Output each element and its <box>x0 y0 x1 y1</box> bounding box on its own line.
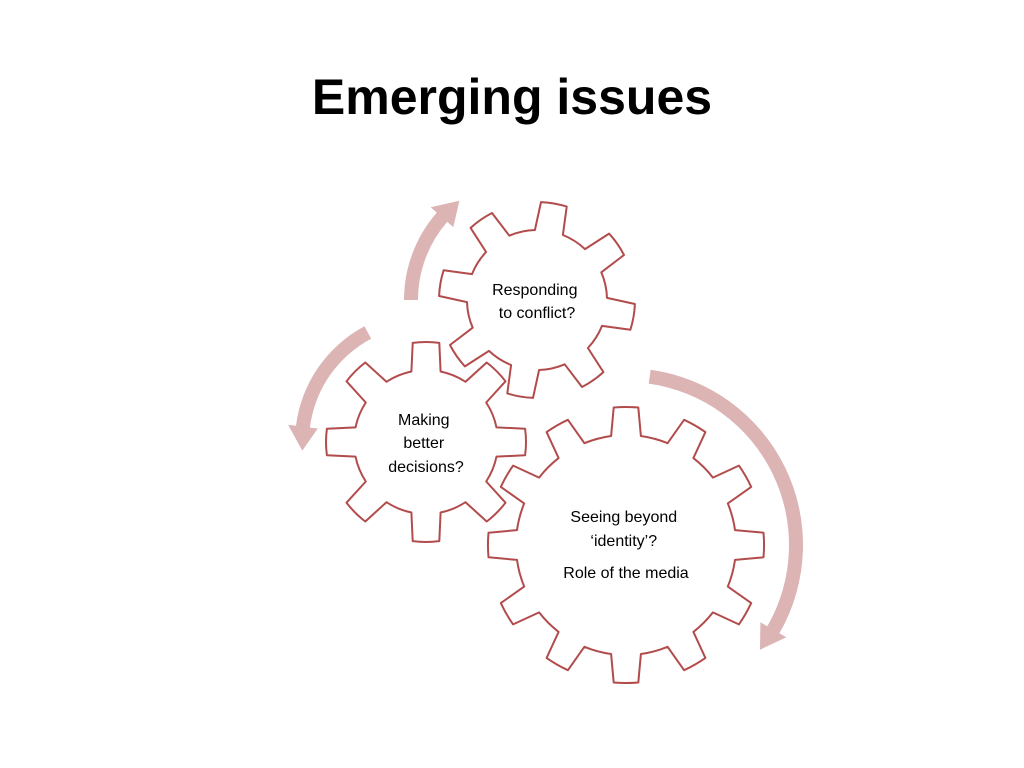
slide-title: Emerging issues <box>311 69 713 125</box>
gear-icon <box>486 405 766 685</box>
curved-arrow-right <box>648 369 804 650</box>
gear-left-line-1: Making <box>398 412 450 429</box>
gear-top-line-1: Responding <box>492 282 577 299</box>
gear-large-line-1: Seeing beyond <box>570 509 677 526</box>
gear-large-line-3: Role of the media <box>563 565 689 582</box>
gear-left: Making better decisions? <box>325 341 527 543</box>
gear-icon <box>325 341 527 543</box>
gear-left-line-3: decisions? <box>388 459 464 476</box>
arrows-layer <box>288 200 804 650</box>
gear-top: Responding to conflict? <box>438 201 636 399</box>
curved-arrow-top <box>404 200 460 300</box>
gear-left-line-2: better <box>403 435 445 452</box>
gear-large-label: Seeing beyond ‘identity’? Role of the me… <box>563 509 689 582</box>
gear-top-line-2: to conflict? <box>499 305 576 322</box>
gear-large-line-2: ‘identity’? <box>590 533 657 550</box>
gear-large: Seeing beyond ‘identity’? Role of the me… <box>486 405 766 685</box>
gear-top-label: Responding to conflict? <box>492 282 582 322</box>
curved-arrow-left <box>288 326 372 451</box>
gear-icon <box>438 201 636 399</box>
gear-left-label: Making better decisions? <box>388 412 464 476</box>
